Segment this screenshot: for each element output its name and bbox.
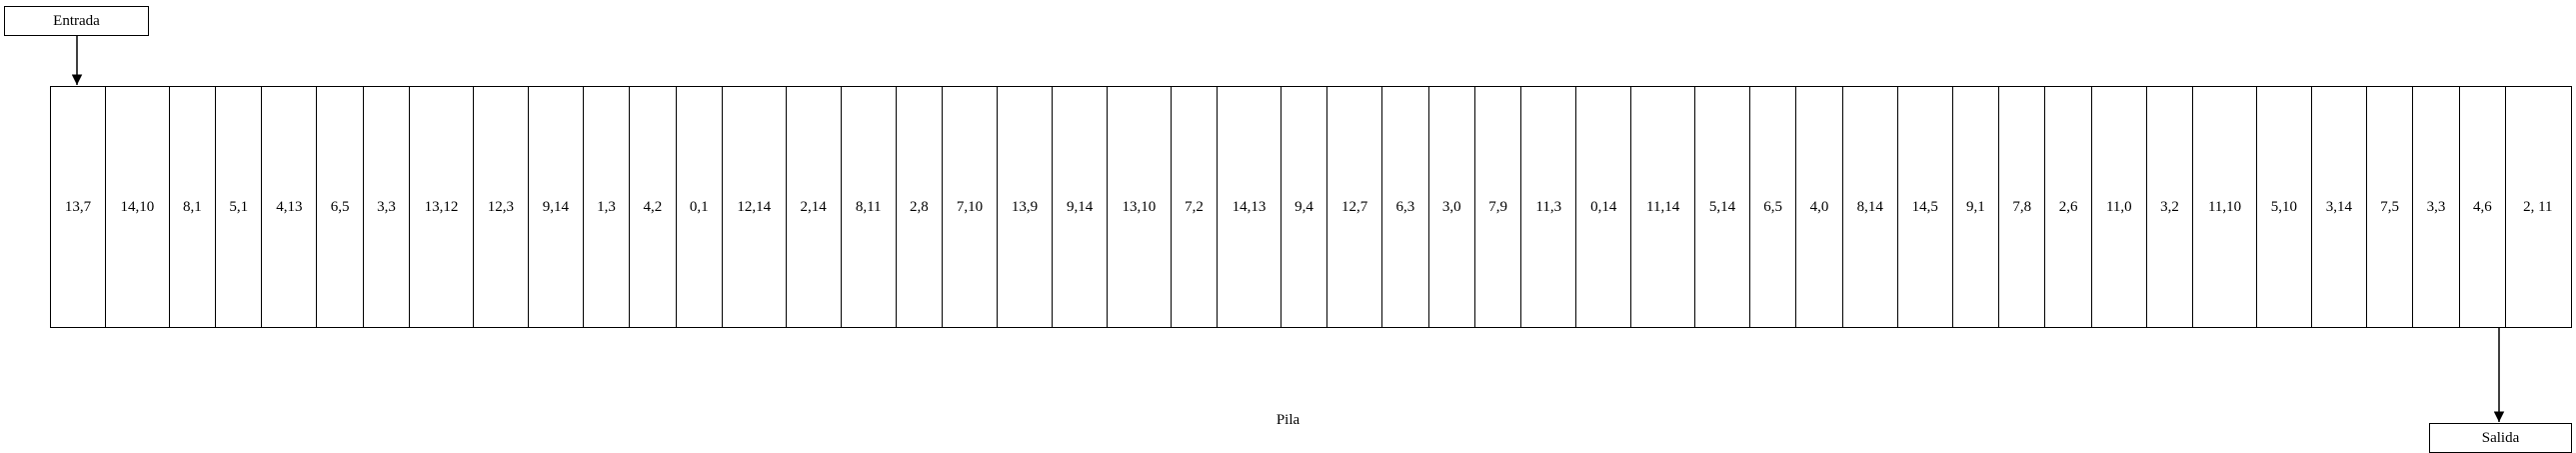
stack-cell: 4,6	[2460, 87, 2506, 327]
stack-cell: 6,5	[317, 87, 364, 327]
stack-cell: 14,13	[1218, 87, 1282, 327]
stack-cell: 6,3	[1382, 87, 1429, 327]
stack-cell: 12,14	[723, 87, 787, 327]
stack-cell: 13,12	[410, 87, 474, 327]
stack-cell: 2,14	[787, 87, 842, 327]
stack-cell: 3,0	[1429, 87, 1475, 327]
stack-cell: 5,14	[1695, 87, 1750, 327]
stack-cell: 0,14	[1576, 87, 1632, 327]
stack-cell: 9,4	[1282, 87, 1328, 327]
caption: Pila	[1276, 412, 1300, 428]
stack-cell: 2,6	[2045, 87, 2092, 327]
stack-cell: 8,1	[170, 87, 217, 327]
stack-cell: 11,14	[1631, 87, 1695, 327]
salida-label: Salida	[2481, 429, 2520, 446]
stack-cell: 5,10	[2257, 87, 2312, 327]
stack-cell: 7,8	[1999, 87, 2046, 327]
stack-cell: 3,14	[2312, 87, 2367, 327]
stack-cell: 9,14	[529, 87, 584, 327]
entrada-box: Entrada	[4, 6, 149, 36]
stack-cell: 0,1	[677, 87, 723, 327]
stack-cell: 3,2	[2147, 87, 2194, 327]
stack-cell: 1,3	[584, 87, 631, 327]
stack-cell: 11,3	[1521, 87, 1577, 327]
stack-cell: 8,11	[842, 87, 897, 327]
stack-cell: 7,10	[943, 87, 999, 327]
stack-cell: 4,2	[630, 87, 677, 327]
stack-cell: 13,10	[1108, 87, 1172, 327]
stack-cell: 13,7	[51, 87, 107, 327]
stack-cell: 8,14	[1843, 87, 1898, 327]
stack-cell: 7,9	[1475, 87, 1522, 327]
stack-cell: 14,5	[1898, 87, 1953, 327]
stack-cell: 13,9	[998, 87, 1054, 327]
stack-cell: 5,1	[216, 87, 263, 327]
stack-cell: 2, 11	[2523, 198, 2553, 215]
stack-cell: 4,13	[262, 87, 318, 327]
stack-cell: 11,0	[2092, 87, 2147, 327]
stack-cell: 3,3	[2413, 87, 2460, 327]
stack-cell: 14,10	[106, 87, 170, 327]
stack-cell: 2,8	[897, 87, 944, 327]
stack-cell: 7,2	[1172, 87, 1219, 327]
stack-cell: 4,0	[1796, 87, 1843, 327]
stack-cell: 11,10	[2193, 87, 2257, 327]
stack-cell: 3,3	[364, 87, 411, 327]
entrada-label: Entrada	[53, 12, 100, 29]
stack-cell: 6,5	[1750, 87, 1797, 327]
stack-cell: 9,14	[1053, 87, 1109, 327]
stack-cell: 7,5	[2367, 87, 2414, 327]
stack-cell: 12,3	[474, 87, 529, 327]
stack-cell: 9,1	[1953, 87, 2000, 327]
stack-cell: 12,7	[1327, 87, 1383, 327]
